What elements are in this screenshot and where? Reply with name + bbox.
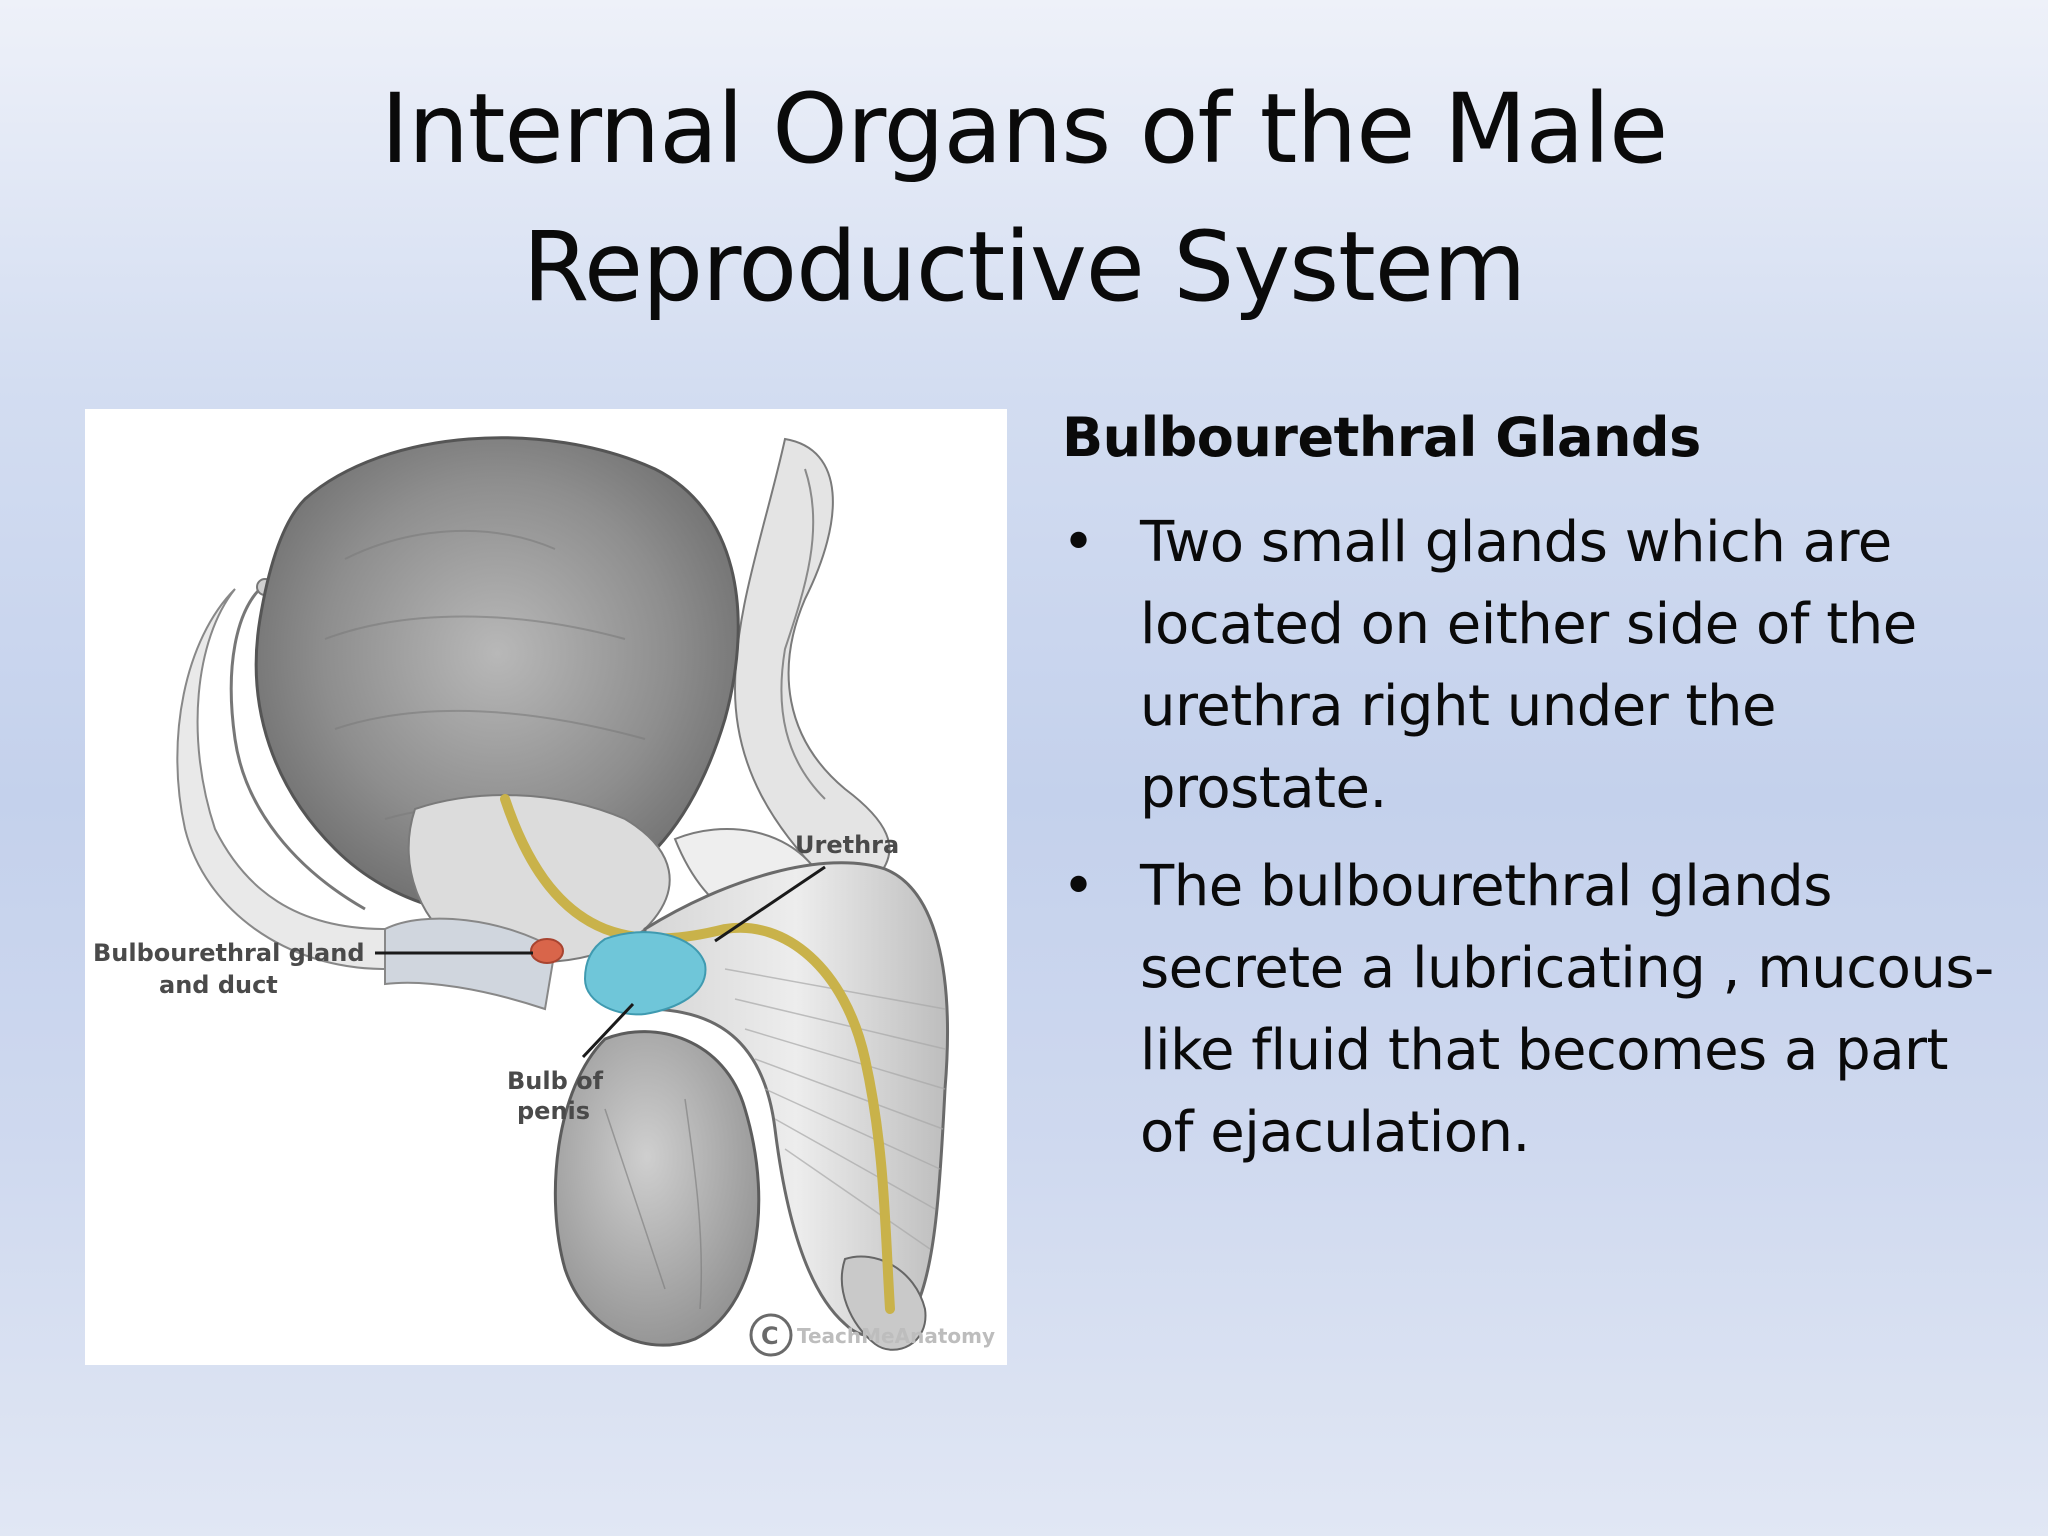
copyright-icon — [749, 1313, 793, 1357]
bulb-of-penis — [583, 931, 707, 1016]
bladder-texture — [324, 529, 646, 830]
scrotum-lines — [604, 1098, 703, 1310]
label-urethra: Urethra — [795, 831, 899, 859]
bulbourethral-gland — [530, 938, 564, 964]
anatomy-illustration: Urethra Bulbourethral gland and duct Bul… — [85, 409, 1007, 1365]
label-bulb-line-1: Bulb of — [507, 1067, 604, 1095]
bullet-list: • Two small glands which are located on … — [1062, 502, 2002, 1174]
slide-title: Internal Organs of the Male Reproductive… — [160, 60, 1888, 336]
title-line-1: Internal Organs of the Male — [380, 73, 1668, 185]
penile-shaft — [643, 861, 949, 1338]
urethra-leader — [714, 865, 826, 943]
pelvic-wall-inner — [780, 468, 826, 800]
vas-deferens — [229, 582, 366, 911]
title-line-2: Reproductive System — [522, 211, 1527, 323]
label-bulbourethral-line-1: Bulbourethral gland — [93, 939, 365, 967]
watermark-text: TeachMeAnatomy — [797, 1324, 995, 1348]
bullet-item-1: • Two small glands which are located on … — [1062, 502, 2002, 830]
section-heading: Bulbourethral Glands — [1062, 406, 1701, 469]
bullet-marker: • — [1062, 854, 1095, 919]
scrotum — [553, 1030, 761, 1347]
text-content: Bulbourethral Glands • Two small glands … — [1062, 400, 2002, 1190]
urethra-path — [500, 794, 895, 1314]
bullet-marker: • — [1062, 510, 1095, 575]
pelvic-floor — [384, 917, 557, 1011]
bullet-text-2: The bulbourethral glands secrete a lubri… — [1140, 854, 1994, 1165]
anatomy-drawing: Urethra Bulbourethral gland and duct Bul… — [93, 436, 995, 1357]
label-bulbourethral-line-2: and duct — [159, 971, 278, 999]
label-bulb-line-2: penis — [517, 1097, 590, 1125]
bullet-item-2: • The bulbourethral glands secrete a lub… — [1062, 846, 2002, 1174]
copyright-symbol: C — [761, 1322, 779, 1350]
bullet-text-1: Two small glands which are located on ei… — [1140, 510, 1917, 821]
bulb-leader — [581, 1002, 635, 1059]
